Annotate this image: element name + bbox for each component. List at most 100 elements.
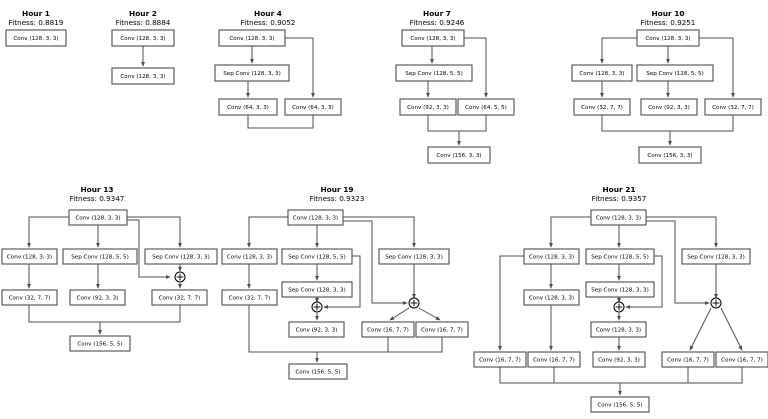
node-label: Sep Conv (128, 3, 3) xyxy=(152,255,210,261)
node-box xyxy=(62,248,138,265)
panel-title: Hour 2 xyxy=(129,9,157,18)
layer-node: Conv (156, 5, 5) xyxy=(69,335,131,352)
panel-fitness: Fitness: 0.9251 xyxy=(641,18,696,27)
node-label: Conv (128, 3, 3) xyxy=(645,36,690,42)
layer-node: Conv (128, 3, 3) xyxy=(523,248,580,265)
layer-node: Sep Conv (128, 3, 3) xyxy=(214,64,290,82)
layer-node: Sep Conv (128, 5, 5) xyxy=(636,64,714,82)
node-box xyxy=(457,98,515,116)
layer-node: Conv (128, 3, 3) xyxy=(571,64,633,82)
node-label: Conv (92, 3, 3) xyxy=(648,105,690,111)
node-label: Sep Conv (128, 5, 5) xyxy=(288,255,346,261)
node-label: Conv (32, 7, 7) xyxy=(712,105,754,111)
node-box xyxy=(281,281,353,298)
edge-n11-to-n12 xyxy=(688,367,743,384)
edge-n0-to-n1 xyxy=(600,37,637,64)
layer-node: Conv (64, 3, 3) xyxy=(284,98,342,116)
node-box xyxy=(221,289,278,306)
node-box xyxy=(523,248,580,265)
node-box xyxy=(218,29,286,47)
node-box xyxy=(151,289,208,306)
layer-node: Sep Conv (128, 3, 3) xyxy=(281,281,353,298)
layer-node: Sep Conv (128, 5, 5) xyxy=(281,248,353,265)
layer-node: Conv (128, 3, 3) xyxy=(401,29,465,47)
node-box xyxy=(111,67,175,85)
node-label: Conv (128, 3, 3) xyxy=(596,216,641,222)
edge-n0-to-n1 xyxy=(247,216,288,248)
edge-merge1-to-n8 xyxy=(418,307,441,321)
edge-n5-to-n6 xyxy=(670,115,734,132)
node-label: Sep Conv (128, 3, 3) xyxy=(385,255,443,261)
node-box xyxy=(288,363,348,380)
edge-n6-to-n7 xyxy=(100,305,181,323)
panel-fitness: Fitness: 0.9323 xyxy=(310,194,365,203)
node-box xyxy=(590,396,650,413)
edge-n7-to-n9 xyxy=(317,337,389,353)
node-label: Conv (156, 5, 5) xyxy=(597,403,642,409)
panel-fitness: Fitness: 0.9357 xyxy=(592,194,647,203)
node-label: Conv (128, 3, 3) xyxy=(120,74,165,80)
node-label: Conv (128, 3, 3) xyxy=(596,328,641,334)
node-label: Conv (128, 3, 3) xyxy=(293,216,338,222)
edge-n0-to-n1 xyxy=(27,216,69,248)
node-box xyxy=(415,321,469,338)
edge-merge1-to-n7 xyxy=(389,307,410,321)
node-box xyxy=(214,64,290,82)
node-box xyxy=(427,146,491,164)
layer-node: Conv (156, 3, 3) xyxy=(638,146,702,164)
layer-node: Conv (16, 7, 7) xyxy=(473,351,527,368)
layer-node: Conv (16, 7, 7) xyxy=(415,321,469,338)
merge-add-node xyxy=(408,297,420,309)
node-label: Sep Conv (128, 3, 3) xyxy=(687,255,745,261)
node-box xyxy=(69,335,131,352)
node-label: Conv (92, 3, 3) xyxy=(77,296,119,302)
panel-title: Hour 10 xyxy=(651,9,684,18)
node-label: Conv (16, 7, 7) xyxy=(367,328,409,334)
node-label: Conv (128, 3, 3) xyxy=(529,296,574,302)
panel-fitness: Fitness: 0.8819 xyxy=(9,18,64,27)
layer-node: Sep Conv (128, 5, 5) xyxy=(62,248,138,265)
node-label: Conv (128, 3, 3) xyxy=(410,36,455,42)
node-label: Conv (64, 3, 3) xyxy=(227,105,269,111)
layer-node: Conv (156, 5, 5) xyxy=(288,363,348,380)
node-box xyxy=(473,351,527,368)
node-box xyxy=(704,98,762,116)
edge-n0-to-merge0 xyxy=(127,219,171,279)
node-box xyxy=(571,64,633,82)
layer-node: Sep Conv (128, 3, 3) xyxy=(144,248,218,265)
node-label: Conv (128, 3, 3) xyxy=(579,71,624,77)
node-label: Conv (92, 3, 3) xyxy=(296,328,338,334)
node-box xyxy=(661,351,715,368)
panel-title: Hour 1 xyxy=(22,9,50,18)
node-label: Sep Conv (128, 3, 3) xyxy=(223,71,281,77)
edge-n3-to-n4 xyxy=(459,115,487,132)
node-box xyxy=(715,351,768,368)
layer-node: Conv (128, 3, 3) xyxy=(523,289,580,306)
node-label: Conv (32, 7, 7) xyxy=(229,296,271,302)
node-box xyxy=(221,248,278,265)
layer-node: Sep Conv (128, 5, 5) xyxy=(585,248,655,265)
layer-node: Conv (32, 7, 7) xyxy=(221,289,278,306)
node-box xyxy=(527,351,581,368)
node-label: Conv (16, 7, 7) xyxy=(533,358,575,364)
node-box xyxy=(395,64,473,82)
edge-n2-to-merge0 xyxy=(625,255,663,309)
node-box xyxy=(585,281,655,298)
edge-n0-to-n3 xyxy=(464,37,488,98)
node-label: Conv (16, 7, 7) xyxy=(479,358,521,364)
node-label: Sep Conv (128, 5, 5) xyxy=(71,255,129,261)
layer-node: Conv (92, 3, 3) xyxy=(640,98,698,116)
node-box xyxy=(592,351,646,368)
node-box xyxy=(681,248,751,265)
edge-merge1-to-n10 xyxy=(689,307,712,351)
edge-n10-to-n12 xyxy=(620,367,689,384)
layer-node: Conv (128, 3, 3) xyxy=(218,29,286,47)
merge-add-node xyxy=(710,297,722,309)
layer-node: Conv (32, 7, 7) xyxy=(704,98,762,116)
node-label: Sep Conv (128, 3, 3) xyxy=(288,288,346,294)
node-box xyxy=(5,29,67,47)
